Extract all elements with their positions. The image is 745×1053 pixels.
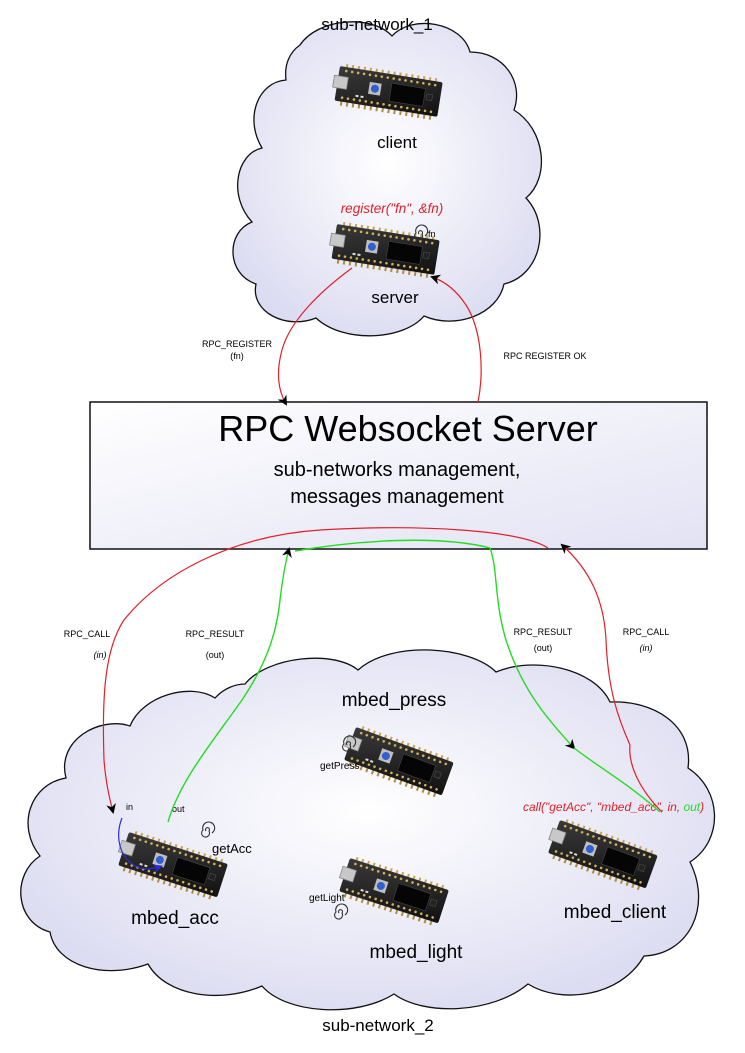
client-rpc-call-arrow	[560, 543, 663, 813]
call-text-sep: ,	[677, 800, 684, 814]
acc-rpc-result-arrow	[167, 547, 292, 823]
rpc-register-label: RPC_REGISTER	[202, 339, 273, 349]
rpc-server-line2: messages management	[290, 486, 504, 508]
left-rpc-call-arg: (in)	[94, 650, 107, 660]
get-light-label: getLight	[309, 893, 345, 904]
call-text-prefix: call("getAcc", "mbed_acc",	[523, 800, 667, 814]
rpc-server-box	[89, 401, 708, 550]
get-press-label: getPress	[320, 761, 359, 772]
call-text-in: in	[667, 800, 677, 814]
acc-in-arrow	[118, 817, 163, 873]
register-call-text: register("fn", &fn)	[341, 201, 444, 216]
rpc-register-arg: (fn)	[230, 351, 244, 361]
rpc-server-title: RPC Websocket Server	[218, 408, 597, 449]
acc-out-label: out	[172, 804, 185, 814]
call-text-out: out	[683, 800, 700, 814]
right-rpc-result-arg: (out)	[534, 643, 553, 653]
sub-network-1-title: sub-network_1	[321, 15, 433, 34]
mbed-acc-label: mbed_acc	[131, 908, 219, 929]
left-rpc-result-arg: (out)	[206, 650, 225, 660]
fn-label: fn	[428, 229, 436, 239]
left-rpc-result-label: RPC_RESULT	[186, 629, 245, 639]
get-acc-label: getAcc	[212, 841, 252, 856]
rpc-server-line1: sub-networks management,	[274, 459, 521, 481]
get-acc-spiral-icon	[201, 821, 216, 838]
rpc-register-ok-arrow	[430, 274, 482, 403]
left-rpc-call-label: RPC_CALL	[64, 629, 111, 639]
right-rpc-result-label: RPC_RESULT	[514, 627, 573, 637]
server-label: server	[371, 288, 419, 307]
server-to-client-result-arrow	[294, 539, 576, 750]
call-text-suffix: )	[698, 800, 704, 814]
sub-network-2-cloud	[20, 649, 716, 1011]
sub-network-2-title: sub-network_2	[322, 1016, 434, 1035]
mbed-light-label: mbed_light	[370, 942, 464, 963]
acc-in-label: in	[126, 802, 133, 812]
fn-spiral-icon	[414, 224, 429, 241]
right-rpc-call-arg: (in)	[640, 643, 653, 653]
mbed-press-label: mbed_press	[342, 690, 447, 711]
get-light-spiral-icon	[334, 903, 349, 920]
server-to-acc-call-arrow	[102, 527, 549, 814]
rpc-register-ok-label: RPC REGISTER OK	[503, 351, 586, 361]
client-label: client	[377, 133, 417, 152]
client-result-delivery-arrow	[573, 747, 661, 813]
mbed-client-label: mbed_client	[564, 902, 667, 923]
call-text: call("getAcc", "mbed_acc", in, out)	[523, 800, 704, 814]
get-press-spiral-icon	[342, 735, 357, 752]
right-rpc-call-label: RPC_CALL	[623, 627, 670, 637]
sub-network-1-cloud	[232, 21, 543, 337]
rpc-register-arrow	[277, 267, 353, 406]
